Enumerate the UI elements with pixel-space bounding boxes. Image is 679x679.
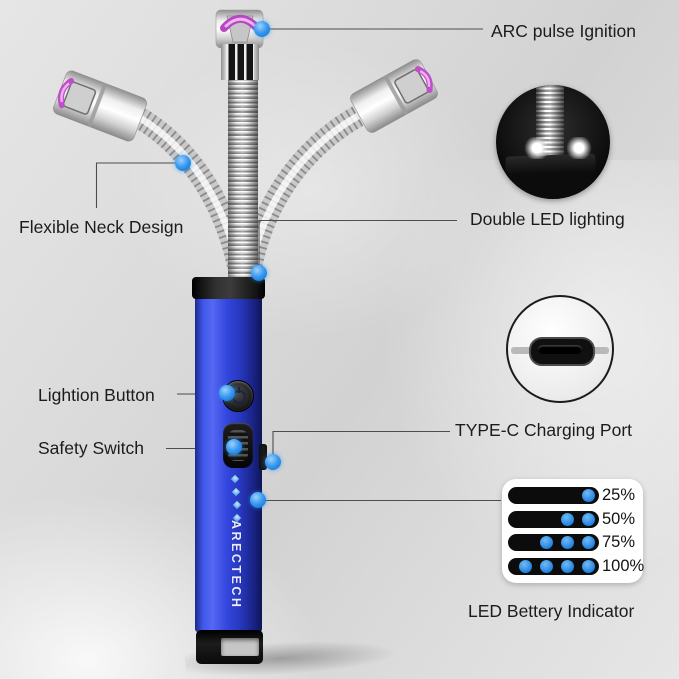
type-c-port bbox=[259, 444, 267, 470]
usb-c-slot bbox=[538, 345, 582, 354]
detail-circle-double-led bbox=[496, 85, 610, 199]
lanyard-hole bbox=[221, 638, 259, 656]
label-battery-indicator: LED Bettery Indicator bbox=[468, 601, 635, 621]
macro-body-top bbox=[505, 153, 597, 199]
port-groove-left bbox=[511, 347, 531, 354]
leader-flexible-neck bbox=[95, 162, 183, 208]
battery-charge-dot bbox=[519, 559, 532, 573]
battery-level-row: 50% bbox=[502, 508, 643, 530]
battery-charge-dot bbox=[561, 536, 574, 550]
leader-type-c bbox=[272, 430, 450, 462]
battery-bar bbox=[508, 510, 599, 528]
marker-lightion-button bbox=[219, 385, 235, 401]
flexible-neck-left bbox=[134, 108, 253, 290]
battery-charge-dot bbox=[540, 559, 553, 573]
marker-safety-switch bbox=[226, 439, 242, 455]
brand-text: ARECTECH bbox=[229, 520, 243, 610]
battery-charge-dot bbox=[582, 489, 595, 503]
lighter-electrode-housing bbox=[221, 44, 259, 80]
marker-type-c bbox=[265, 454, 281, 470]
battery-percent: 50% bbox=[602, 509, 636, 528]
battery-bar bbox=[508, 487, 599, 505]
marker-flexible-neck bbox=[175, 155, 191, 171]
battery-charge-dot bbox=[582, 536, 595, 550]
marker-arc-ignition bbox=[254, 21, 270, 37]
lighter-neck bbox=[228, 76, 258, 288]
battery-charge-dot bbox=[582, 559, 595, 573]
battery-bar bbox=[508, 557, 599, 575]
marker-double-led bbox=[251, 265, 267, 281]
led-light-right bbox=[566, 137, 592, 159]
label-arc-ignition: ARC pulse Ignition bbox=[491, 21, 636, 41]
battery-charge-dot bbox=[582, 512, 595, 526]
label-type-c: TYPE-C Charging Port bbox=[455, 420, 633, 440]
port-groove-right bbox=[589, 347, 609, 354]
flexible-neck-right-head bbox=[350, 59, 438, 133]
led-light-left bbox=[524, 137, 550, 159]
arc-tip-head bbox=[215, 9, 264, 49]
battery-charge-dot bbox=[561, 559, 574, 573]
flexible-neck-left-head bbox=[53, 70, 147, 142]
background-highlight bbox=[0, 479, 340, 679]
label-flexible-neck: Flexible Neck Design bbox=[19, 217, 184, 237]
battery-indicator-legend: 25% 50% 75% 100% bbox=[502, 479, 645, 583]
lighter-top-cap bbox=[192, 277, 265, 299]
label-double-led: Double LED lighting bbox=[470, 209, 625, 229]
label-lightion-button: Lightion Button bbox=[38, 385, 155, 405]
usb-c-connector bbox=[529, 337, 595, 366]
battery-charge-dot bbox=[561, 512, 574, 526]
battery-level-row: 25% bbox=[502, 485, 643, 507]
battery-level-row: 75% bbox=[502, 532, 643, 554]
battery-bar bbox=[508, 534, 599, 552]
marker-battery bbox=[250, 492, 266, 508]
battery-percent: 75% bbox=[602, 533, 636, 552]
electrode-stripes bbox=[226, 44, 254, 80]
battery-percent: 25% bbox=[602, 486, 636, 505]
flexible-neck-right bbox=[237, 106, 364, 290]
battery-percent: 100% bbox=[602, 556, 645, 575]
battery-charge-dot bbox=[540, 536, 553, 550]
battery-level-row: 100% bbox=[502, 555, 645, 577]
label-safety-switch: Safety Switch bbox=[38, 438, 145, 458]
leader-double-led bbox=[258, 219, 457, 272]
detail-circle-type-c bbox=[506, 295, 614, 403]
